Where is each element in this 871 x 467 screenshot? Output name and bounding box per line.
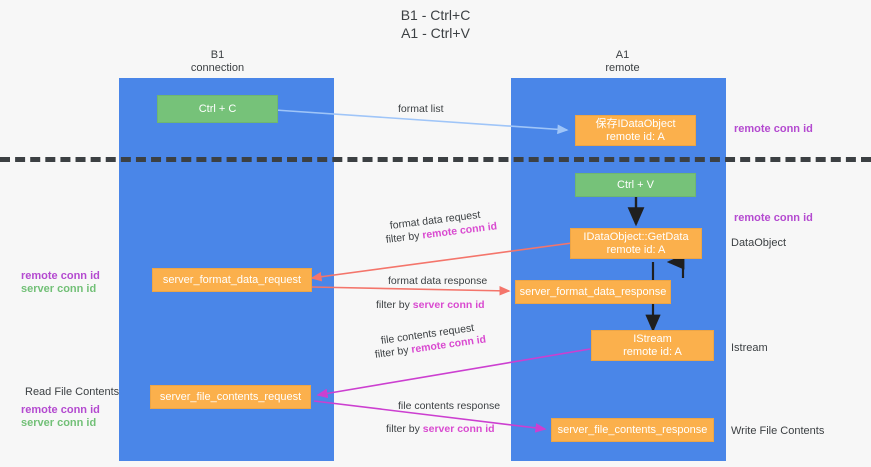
left-label-server-conn-id: server conn id	[21, 283, 97, 295]
box-istream-line1: IStream	[633, 332, 672, 345]
box-server-format-data-response[interactable]: server_format_data_response	[515, 280, 671, 304]
arrow-label-format-data-request-filter-pre: filter by	[385, 229, 424, 246]
arrow-label-format-data-response-filter: filter by server conn id	[376, 298, 485, 312]
box-store-idataobject-line1: 保存IDataObject	[595, 117, 676, 130]
arrow-label-file-contents-response-filter: filter by server conn id	[386, 422, 495, 436]
box-ctrl-c[interactable]: Ctrl + C	[157, 95, 278, 123]
box-server-format-data-request-label: server_format_data_request	[162, 273, 302, 286]
left-label-read-file-contents: Read File Contents	[25, 386, 120, 398]
left-label-remote-conn-id: remote conn id	[21, 270, 100, 282]
box-server-format-data-response-label: server_format_data_response	[519, 285, 667, 298]
right-label-remote-conn-id-mid: remote conn id	[734, 212, 813, 224]
arrow-label-file-contents-request-filter-pre: filter by	[374, 343, 413, 361]
column-header-a1-name: A1	[615, 49, 630, 61]
box-store-idataobject[interactable]: 保存IDataObject remote id: A	[575, 115, 696, 146]
column-header-b1-name: B1	[210, 49, 225, 61]
box-server-file-contents-request[interactable]: server_file_contents_request	[150, 385, 311, 409]
box-idataobject-getdata-line1: IDataObject::GetData	[583, 230, 689, 243]
box-server-file-contents-request-label: server_file_contents_request	[159, 390, 302, 403]
box-server-format-data-request[interactable]: server_format_data_request	[152, 268, 312, 292]
diagram-title-line2: A1 - Ctrl+V	[401, 25, 470, 41]
column-header-b1-role: connection	[190, 62, 245, 74]
arrow-label-file-contents-response: file contents response	[398, 400, 501, 412]
right-label-istream: Istream	[731, 342, 768, 354]
diagram-title: B1 - Ctrl+C A1 - Ctrl+V	[0, 6, 871, 42]
arrow-label-format-data-response-filter-pre: filter by	[376, 299, 413, 311]
arrow-label-file-contents-response-filter-pre: filter by	[386, 423, 423, 435]
arrow-label-format-data-response-filter-hot: server conn id	[412, 299, 485, 311]
box-store-idataobject-line2: remote id: A	[606, 130, 665, 143]
arrow-label-format-data-response: format data response	[388, 275, 488, 287]
right-label-dataobject: DataObject	[731, 237, 787, 249]
right-label-write-file-contents: Write File Contents	[731, 425, 825, 437]
box-ctrl-v-label: Ctrl + V	[617, 178, 654, 191]
column-header-a1-role: remote	[605, 62, 640, 74]
column-header-a1: A1 remote	[555, 49, 690, 75]
left-label-server-conn-id-2: server conn id	[21, 417, 97, 429]
box-istream-line2: remote id: A	[623, 345, 682, 358]
left-label-remote-conn-id-2: remote conn id	[21, 404, 100, 416]
box-idataobject-getdata-line2: remote id: A	[606, 243, 666, 256]
box-server-file-contents-response[interactable]: server_file_contents_response	[551, 418, 714, 442]
box-istream[interactable]: IStream remote id: A	[591, 330, 714, 361]
phase-divider	[0, 157, 871, 162]
box-ctrl-v[interactable]: Ctrl + V	[575, 173, 696, 197]
column-header-b1: B1 connection	[150, 49, 285, 75]
box-server-file-contents-response-label: server_file_contents_response	[557, 423, 708, 436]
diagram-title-line1: B1 - Ctrl+C	[400, 7, 471, 23]
arrow-label-format-list: format list	[398, 103, 444, 115]
arrow-label-file-contents-response-filter-hot: server conn id	[422, 423, 495, 435]
box-ctrl-c-label: Ctrl + C	[198, 102, 237, 115]
right-label-remote-conn-id-top: remote conn id	[734, 123, 813, 135]
box-idataobject-getdata[interactable]: IDataObject::GetData remote id: A	[570, 228, 702, 259]
